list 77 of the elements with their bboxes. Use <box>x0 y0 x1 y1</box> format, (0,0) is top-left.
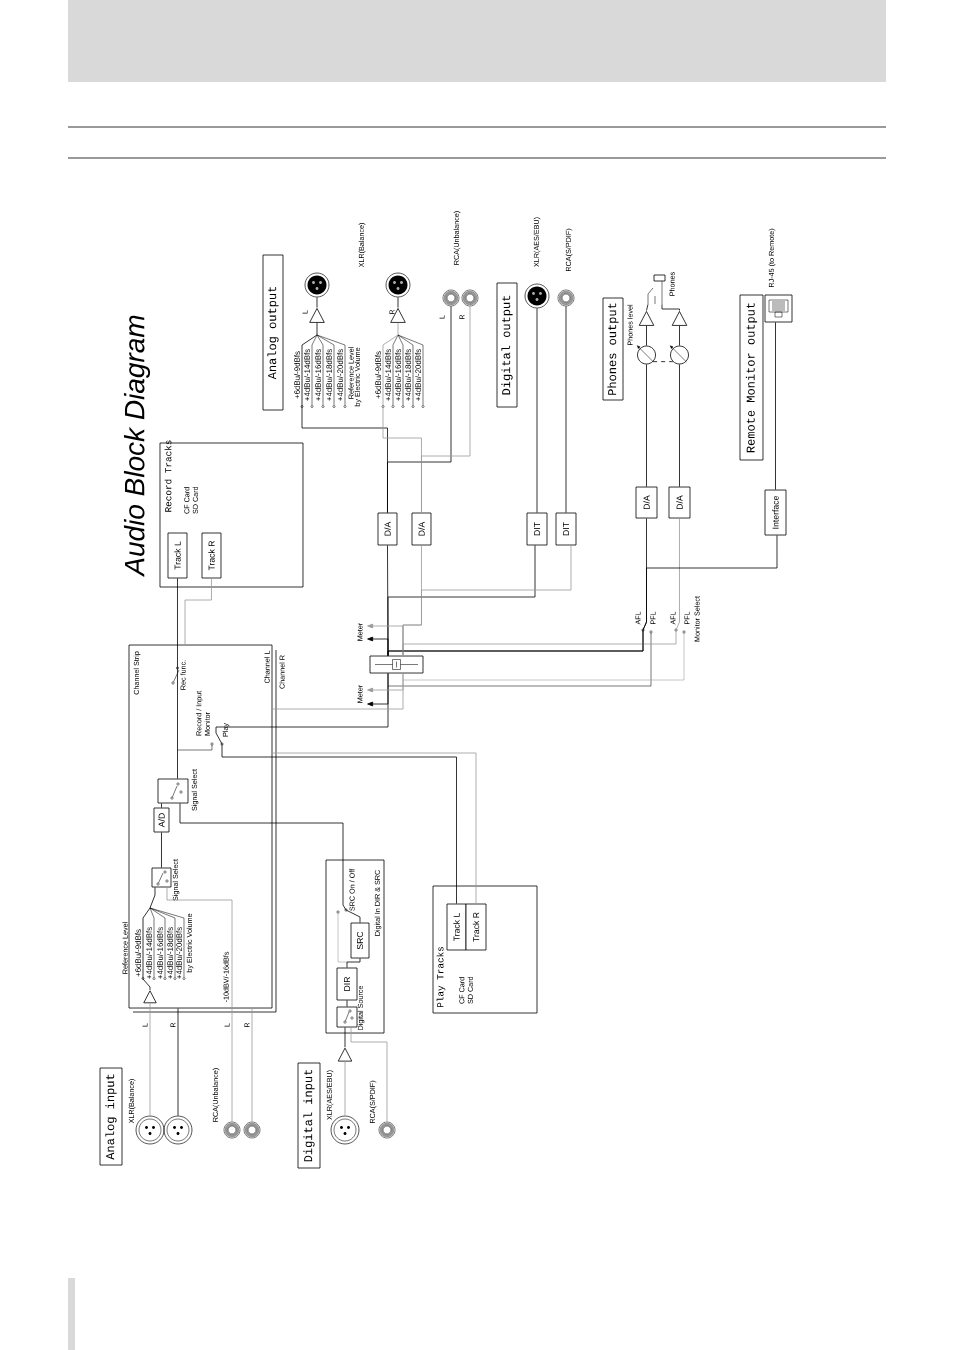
wire <box>346 958 361 968</box>
xlr-jack-icon <box>135 1115 165 1145</box>
rca-jack-icon <box>557 289 575 307</box>
wire <box>646 325 647 346</box>
process-box: D/A <box>411 512 432 546</box>
wire <box>679 364 680 487</box>
process-box: DIT <box>526 512 548 546</box>
rca-jack-icon <box>442 289 460 307</box>
wire <box>251 1008 253 1123</box>
track-box: Track L <box>167 532 188 579</box>
wire <box>565 305 567 513</box>
fader-symbol <box>369 655 424 674</box>
wire <box>421 305 471 513</box>
rca-jack-icon <box>243 1121 261 1139</box>
process-box: A/D <box>153 807 170 833</box>
wire <box>184 578 212 645</box>
wire <box>661 303 680 311</box>
phones-jack-icon <box>647 274 666 305</box>
section-label-box: Digital input <box>297 1062 321 1169</box>
wire <box>367 673 404 693</box>
link-line <box>652 361 674 363</box>
wire <box>316 296 318 308</box>
wire <box>344 1061 346 1117</box>
rca-jack-icon <box>223 1121 241 1139</box>
xlr-jack-icon <box>163 1115 193 1145</box>
wire <box>679 325 680 346</box>
wire <box>775 322 776 490</box>
volume-knob-symbol <box>636 345 656 365</box>
wire <box>350 1027 388 1123</box>
section-label-box: Analog input <box>99 1067 123 1166</box>
title: Audio Block Diagram <box>123 315 151 578</box>
section-label-box: Analog output <box>262 254 284 411</box>
process-box: D/A <box>635 486 658 519</box>
wire <box>367 636 389 656</box>
rca-jack-icon <box>461 289 479 307</box>
wire <box>149 1002 151 1117</box>
network-jack-icon <box>764 294 793 323</box>
amplifier-symbol <box>390 308 406 323</box>
track-box: Track R <box>465 903 487 951</box>
xlr-jack-icon <box>385 272 411 298</box>
rca-jack-icon <box>378 1121 396 1139</box>
wire <box>346 1000 348 1007</box>
process-box: D/A <box>377 512 398 546</box>
wire <box>387 305 452 513</box>
wire <box>646 364 647 487</box>
wire <box>142 887 156 991</box>
amplifier-symbol <box>337 1047 353 1062</box>
process-box: Interface <box>764 489 787 536</box>
section-label-box: Phones output <box>602 297 624 401</box>
process-box: DIT <box>555 512 577 546</box>
wire <box>161 803 162 808</box>
xlr-jack-icon <box>304 272 330 298</box>
volume-knob-symbol <box>669 345 689 365</box>
wire <box>646 303 649 311</box>
wire <box>344 1027 346 1048</box>
track-box: Track R <box>201 532 222 579</box>
wire <box>161 832 162 868</box>
wire <box>397 296 399 308</box>
wire <box>177 1008 179 1117</box>
section-label-box: Remote Monitor output <box>739 294 764 461</box>
wire <box>179 803 361 923</box>
track-box: Track L <box>446 903 467 951</box>
wire <box>177 578 178 779</box>
section-label-box: Digital output <box>496 282 518 408</box>
amplifier-symbol <box>309 308 325 323</box>
wire <box>367 623 404 656</box>
wire <box>536 307 538 513</box>
wire <box>166 887 233 1123</box>
amplifier-symbol <box>638 311 655 326</box>
process-box: DIR <box>336 967 358 1001</box>
wire <box>367 673 389 707</box>
amplifier-symbol <box>143 990 157 1004</box>
process-box: D/A <box>668 486 691 519</box>
wire <box>272 752 477 904</box>
process-box: SRC <box>350 922 370 959</box>
amplifier-symbol <box>671 311 688 326</box>
xlr-jack-icon <box>524 283 550 309</box>
